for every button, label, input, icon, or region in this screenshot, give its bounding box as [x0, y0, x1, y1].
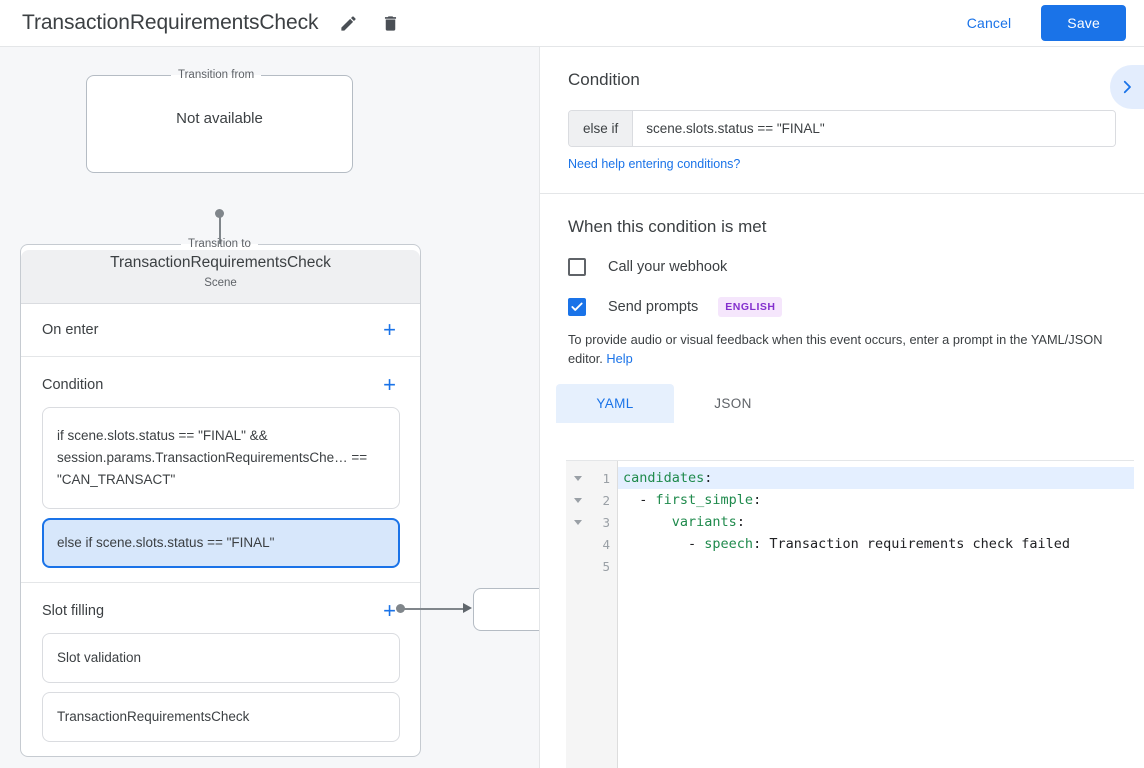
downstream-node-stub[interactable]: [473, 588, 539, 631]
detail-condition-section: Condition else if Need help entering con…: [540, 47, 1144, 173]
send-prompts-checkbox[interactable]: [568, 298, 586, 316]
editor-code-line[interactable]: - first_simple:: [623, 492, 762, 508]
transition-from-node[interactable]: Transition from Not available: [86, 69, 353, 173]
transition-from-value: Not available: [176, 110, 263, 127]
section-title-slot-filling: Slot filling: [42, 603, 105, 619]
detail-when-met-section: When this condition is met Call your web…: [540, 194, 1144, 423]
fold-triangle-icon[interactable]: [574, 497, 582, 503]
top-app-bar: TransactionRequirementsCheck Cancel Save: [0, 0, 1144, 47]
detail-divider: [540, 193, 1144, 194]
graph-canvas[interactable]: Transition from Not available Transition…: [0, 47, 540, 768]
condition-chip-else-if[interactable]: else if scene.slots.status == "FINAL": [42, 518, 400, 568]
tab-yaml[interactable]: YAML: [556, 384, 674, 423]
transition-to-node[interactable]: Transition to TransactionRequirementsChe…: [20, 238, 421, 757]
save-button[interactable]: Save: [1041, 5, 1126, 41]
connector-dot-condition: [396, 604, 405, 613]
webhook-checkbox[interactable]: [568, 258, 586, 276]
slot-chip-slot-validation[interactable]: Slot validation: [42, 633, 400, 683]
editor-line-number: 5: [602, 558, 610, 574]
editor-code-line[interactable]: [618, 555, 1134, 577]
editor-code-line[interactable]: variants:: [671, 514, 745, 530]
condition-help-link[interactable]: Need help entering conditions?: [568, 157, 741, 171]
condition-field-row[interactable]: else if: [568, 110, 1116, 147]
scene-header: TransactionRequirementsCheck Scene: [21, 250, 420, 304]
send-prompts-hint-text: To provide audio or visual feedback when…: [568, 332, 1103, 366]
add-slot-filling-button[interactable]: +: [383, 598, 396, 623]
section-on-enter: On enter +: [21, 304, 420, 357]
editor-line-number: 1: [566, 467, 617, 489]
add-condition-button[interactable]: +: [383, 372, 396, 397]
detail-panel: Condition else if Need help entering con…: [540, 47, 1144, 768]
editor-line-number: 4: [602, 536, 610, 552]
section-title-on-enter: On enter: [42, 322, 99, 338]
main-body: Transition from Not available Transition…: [0, 47, 1144, 768]
transition-to-legend: Transition to: [188, 238, 251, 250]
send-prompts-hint: To provide audio or visual feedback when…: [568, 330, 1116, 368]
add-on-enter-button[interactable]: +: [383, 317, 396, 342]
tab-json[interactable]: JSON: [714, 396, 752, 411]
section-title-condition: Condition: [42, 377, 104, 393]
section-condition: Condition + if scene.slots.status == "FI…: [21, 357, 420, 583]
send-prompts-checkbox-row[interactable]: Send prompts ENGLISH: [568, 297, 1116, 317]
scene-type: Scene: [204, 277, 237, 289]
fold-triangle-icon[interactable]: [574, 475, 582, 481]
scene-name: TransactionRequirementsCheck: [110, 254, 331, 271]
connector-line-vertical: [219, 213, 221, 252]
slot-chip-transaction-requirements-check[interactable]: TransactionRequirementsCheck: [42, 692, 400, 742]
pencil-icon[interactable]: [336, 11, 360, 35]
chevron-right-icon[interactable]: [1110, 65, 1144, 109]
language-badge: ENGLISH: [718, 297, 783, 317]
condition-chip-if[interactable]: if scene.slots.status == "FINAL" && sess…: [42, 407, 400, 509]
fold-triangle-icon[interactable]: [574, 519, 582, 525]
editor-code-line[interactable]: - speech: Transaction requirements check…: [623, 536, 1071, 552]
connector-arrow-right: [463, 603, 472, 613]
condition-expression-input[interactable]: [633, 111, 1115, 146]
section-slot-filling: Slot filling + Slot validation Transacti…: [21, 583, 420, 756]
transition-from-legend: Transition from: [178, 69, 255, 81]
cancel-button[interactable]: Cancel: [955, 6, 1023, 40]
page-title: TransactionRequirementsCheck: [22, 11, 319, 34]
section-slot-filling-header: Slot filling +: [21, 583, 420, 633]
section-condition-header: Condition +: [21, 357, 420, 407]
connector-line-horizontal: [402, 608, 464, 610]
editor-code-area[interactable]: candidates: - first_simple: variants: - …: [618, 461, 1134, 768]
when-met-heading: When this condition is met: [568, 217, 767, 236]
send-prompts-help-link[interactable]: Help: [606, 351, 633, 366]
webhook-checkbox-row[interactable]: Call your webhook: [568, 258, 1116, 276]
condition-prefix-label: else if: [569, 111, 634, 146]
detail-condition-heading: Condition: [568, 70, 640, 89]
editor-code-line[interactable]: candidates:: [618, 467, 1134, 489]
editor-format-tabs: YAML JSON: [556, 384, 1116, 423]
trash-icon[interactable]: [378, 11, 402, 35]
webhook-checkbox-label: Call your webhook: [608, 259, 728, 275]
send-prompts-checkbox-label: Send prompts: [608, 299, 699, 315]
editor-line-number: 3: [566, 511, 617, 533]
editor-line-number: 2: [566, 489, 617, 511]
